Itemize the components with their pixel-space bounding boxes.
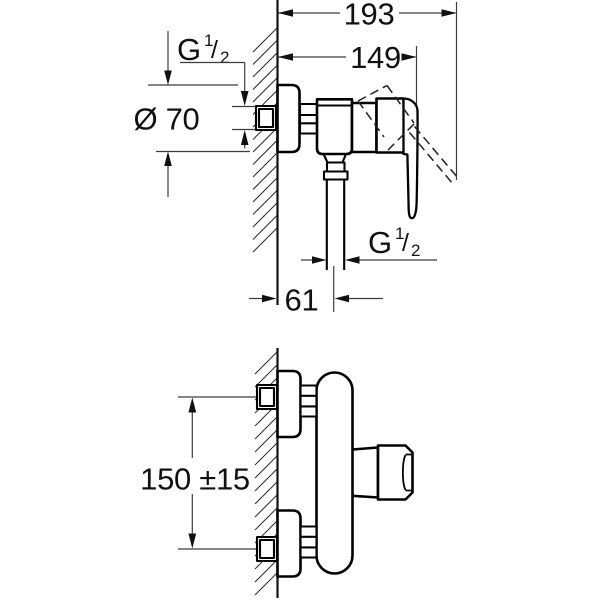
dim-body-depth: 149: [278, 40, 418, 122]
mixer-body-front: [315, 371, 354, 575]
dim-label-connection-spacing: 150 ±15: [140, 462, 250, 497]
wall-union-nut-top-inner: [258, 386, 276, 408]
dim-label-escutcheon-diameter: Ø 70: [133, 102, 199, 137]
dim-total-depth: 193: [278, 0, 458, 180]
hex-nut: [298, 102, 319, 135]
dimensions-side: 193 149 G 1 / 2: [133, 0, 458, 318]
dim-escutcheon-diameter: Ø 70: [133, 31, 250, 197]
lever-handle-front: [352, 444, 414, 501]
wall-union-nut-inner: [257, 107, 275, 129]
dim-connection-spacing: 150 ±15: [140, 396, 257, 550]
dim-label-thread-den: 2: [220, 48, 229, 67]
lever-handle: [402, 97, 419, 220]
dim-label-outlet-g: G: [368, 225, 392, 260]
dim-label-outlet-num: 1: [395, 224, 404, 243]
dim-outlet-thread: G 1 / 2: [301, 224, 437, 264]
hex-nut-top: [299, 384, 318, 418]
hex-nut-bottom: [299, 525, 318, 559]
dim-wall-thread: G 1 / 2: [177, 31, 256, 149]
dim-label-thread-g: G: [177, 32, 201, 67]
outlet-pipe: [325, 179, 346, 270]
shower-outlet: [322, 153, 349, 270]
escutcheon-bottom: [276, 509, 302, 578]
dim-label-thread-num: 1: [204, 31, 213, 50]
dim-label-outlet-den: 2: [411, 241, 420, 260]
dim-label-total-depth: 193: [344, 0, 395, 32]
mixer-body: [315, 98, 354, 156]
mixer-side-profile: [254, 83, 459, 270]
wall-section: [252, 0, 279, 305]
dim-label-outlet-slash: /: [402, 229, 409, 257]
dim-label-thread-slash: /: [211, 36, 218, 64]
valve-section: [350, 101, 378, 154]
escutcheon: [276, 83, 301, 154]
wall-union-nut-bottom-inner: [258, 538, 276, 560]
handle-cap: [375, 97, 407, 154]
side-view: 193 149 G 1 / 2: [133, 0, 459, 318]
handle-raised-dashed: [357, 84, 459, 185]
dim-label-outlet-offset: 61: [285, 283, 319, 318]
escutcheon-top: [276, 369, 302, 439]
dim-outlet-offset: 61: [249, 266, 383, 318]
dim-label-body-depth: 149: [350, 40, 401, 75]
mixer-front-profile: [255, 369, 414, 578]
front-view: 150 ±15: [140, 348, 414, 598]
wall-hatching: [252, 27, 278, 253]
